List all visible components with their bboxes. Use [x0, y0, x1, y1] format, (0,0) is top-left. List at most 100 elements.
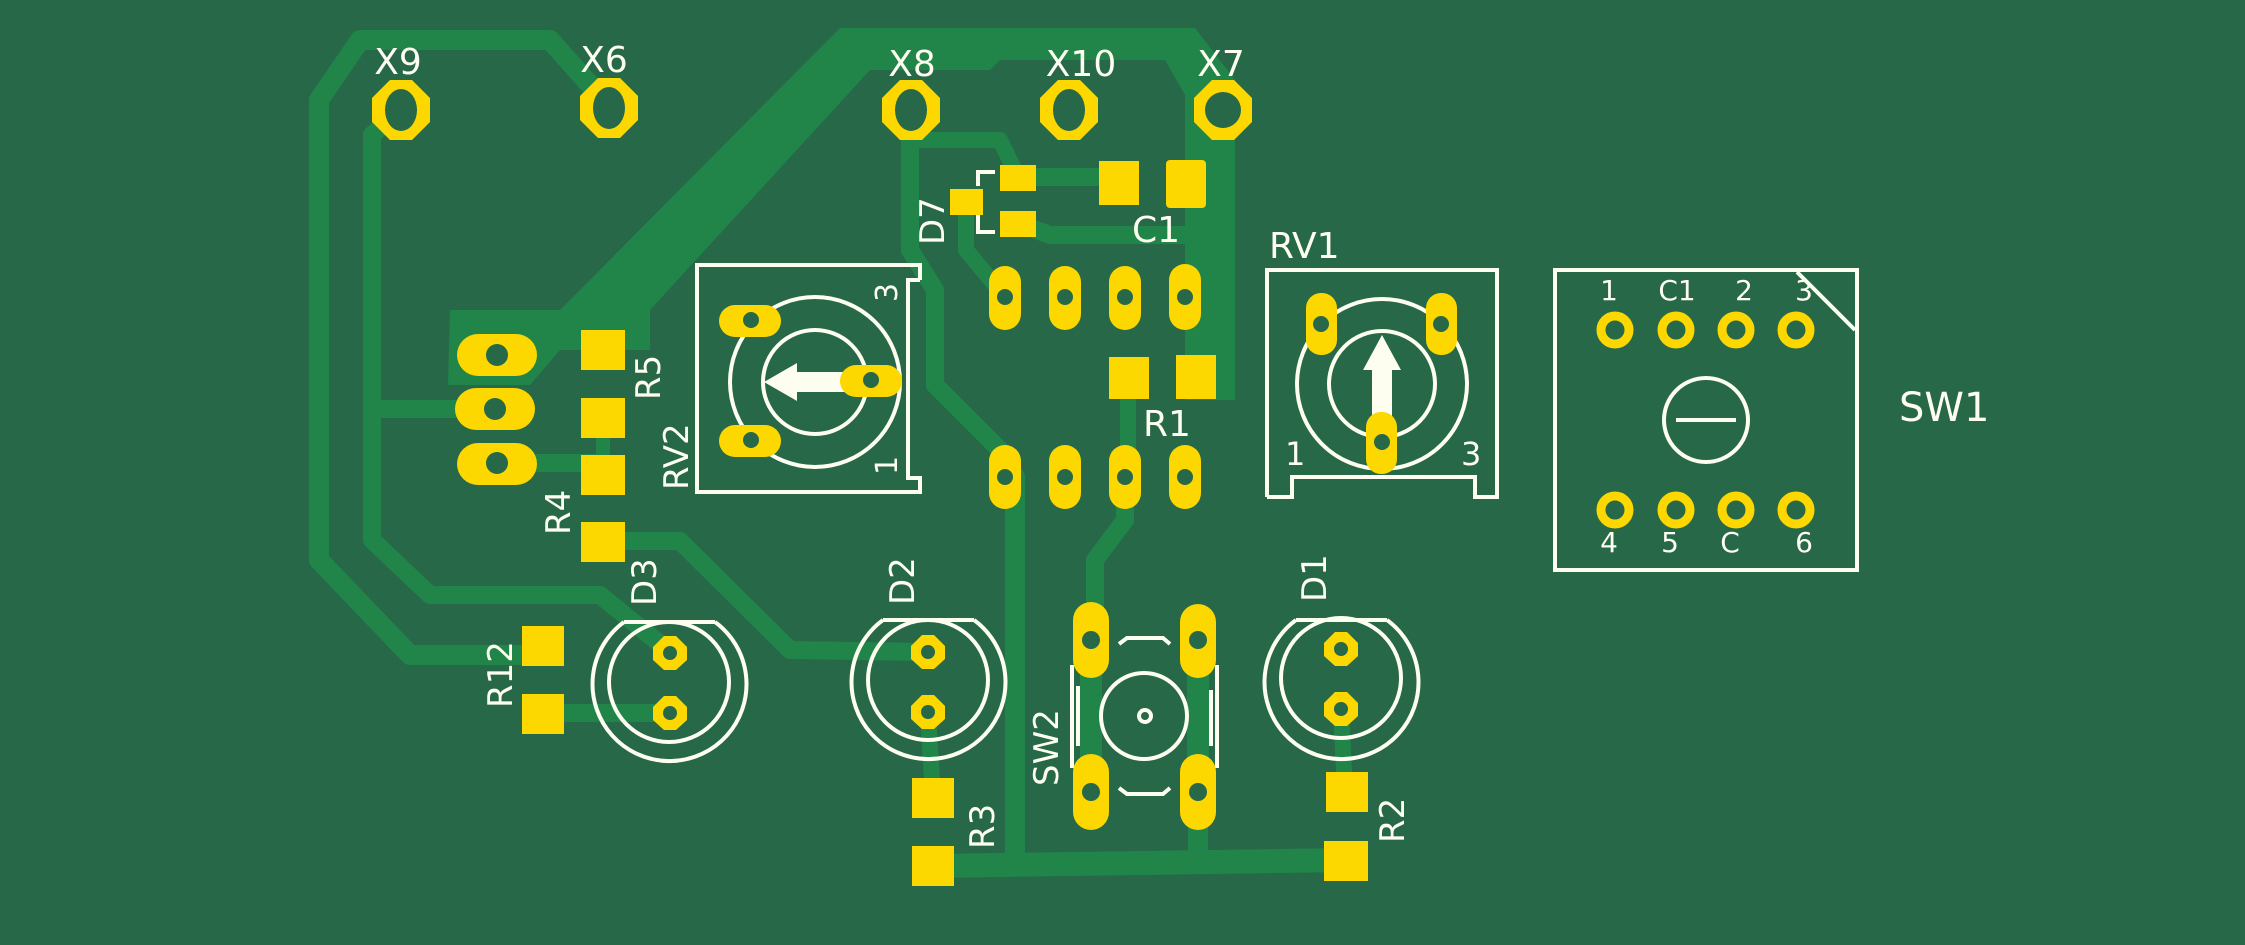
connector-x9[interactable]: X9 [372, 42, 430, 140]
r2-pad-2[interactable] [1324, 841, 1368, 881]
trace-x6-r12 [309, 30, 617, 665]
d2-hole-1 [921, 645, 935, 659]
hole-x8 [895, 89, 927, 131]
led-d2[interactable]: D2 [849, 557, 1008, 762]
resistor-r2[interactable]: R2 [1324, 772, 1413, 881]
ic-hole-8 [997, 289, 1013, 305]
d1-hole-2 [1334, 702, 1348, 716]
sw2-hole-3 [1082, 783, 1100, 801]
rv1-hole-1 [1313, 316, 1329, 332]
label-x6: X6 [580, 40, 628, 81]
sw1-pin-1[interactable] [1596, 311, 1634, 349]
r12-pad-1[interactable] [522, 626, 564, 666]
header-hole-1 [486, 344, 508, 366]
sw1-pin-4[interactable] [1596, 491, 1634, 529]
resistor-r4[interactable]: R4 [539, 455, 625, 562]
hole-x10 [1053, 89, 1085, 131]
connector-x8[interactable]: X8 [882, 44, 940, 140]
d1-inner-circle [1279, 616, 1403, 740]
label-rv1: RV1 [1269, 226, 1340, 267]
trace-x8-d7 [902, 132, 1026, 185]
sw1-pin-label-1: 1 [1600, 274, 1618, 307]
resistor-r3[interactable]: R3 [912, 778, 1003, 886]
rv2-hole-2 [863, 372, 879, 388]
capacitor-c1[interactable]: C1 [1099, 160, 1206, 251]
sw2-hole-2 [1189, 631, 1207, 649]
r3-pad-2[interactable] [912, 846, 954, 886]
c1-pad-2[interactable] [1166, 160, 1206, 208]
label-d7: D7 [913, 197, 953, 245]
diode-d7[interactable]: D7 [913, 165, 1036, 245]
d7-pad-2[interactable] [1000, 165, 1036, 191]
resistor-r1[interactable]: R1 [1109, 355, 1216, 445]
hole-x6 [593, 87, 625, 129]
rv2-hole-3 [743, 432, 759, 448]
ic-hole-4 [1177, 469, 1193, 485]
label-x7: X7 [1197, 44, 1245, 85]
d3-inner-circle [607, 620, 731, 744]
rv1-hole-2 [1433, 316, 1449, 332]
connector-x6[interactable]: X6 [580, 40, 638, 138]
d1-hole-1 [1334, 642, 1348, 656]
sw1-pin-label-2: 2 [1735, 274, 1753, 307]
d2-inner-circle [866, 618, 990, 742]
trimmer-rv2[interactable]: 3 1 RV2 [657, 263, 922, 494]
r5-pad-1[interactable] [581, 330, 625, 370]
r4-pad-2[interactable] [581, 522, 625, 562]
d7-pad-1[interactable] [950, 189, 983, 215]
c1-pad-1[interactable] [1099, 161, 1139, 205]
sw1-pin-2[interactable] [1717, 311, 1755, 349]
d2-hole-2 [921, 705, 935, 719]
r5-pad-2[interactable] [581, 398, 625, 438]
ic-hole-5 [1177, 289, 1193, 305]
label-rv2: RV2 [657, 423, 697, 490]
sw1-corner-mark [1795, 270, 1857, 332]
rv2-pin-label-3: 3 [870, 283, 905, 302]
led-d3[interactable]: D3 [590, 558, 749, 764]
d2-body-outline [849, 618, 1008, 762]
r1-pad-2[interactable] [1176, 355, 1216, 399]
rotary-switch-sw1[interactable]: 1 C1 2 3 4 5 C 6 SW1 [1553, 268, 1989, 572]
label-d1: D1 [1295, 554, 1335, 602]
r4-pad-1[interactable] [581, 455, 625, 495]
sw1-outline [1553, 268, 1859, 572]
rv1-outline [1265, 268, 1499, 499]
connector-x7[interactable]: X7 [1194, 44, 1252, 140]
d1-body-outline [1262, 618, 1421, 762]
r1-pad-1[interactable] [1109, 357, 1149, 399]
sw1-pin-label-c1: C1 [1658, 274, 1695, 307]
trimmer-rv1[interactable]: 1 3 RV1 [1265, 226, 1499, 499]
rv1-arrow-icon [1363, 335, 1401, 428]
label-r2: R2 [1373, 798, 1413, 843]
ic-hole-7 [1057, 289, 1073, 305]
trace-bottom-bus [921, 848, 1359, 878]
sw1-pin-label-6: 6 [1795, 526, 1813, 559]
r12-pad-2[interactable] [522, 694, 564, 734]
led-d1[interactable]: D1 [1262, 554, 1421, 762]
trace-x9-d3 [363, 101, 679, 661]
d3-hole-2 [663, 706, 677, 720]
label-c1: C1 [1132, 210, 1180, 251]
sw1-pin-6[interactable] [1777, 491, 1815, 529]
label-x9: X9 [374, 42, 422, 83]
resistor-r5[interactable]: R5 [581, 330, 669, 438]
resistor-r12[interactable]: R12 [481, 626, 564, 734]
connector-x10[interactable]: X10 [1040, 44, 1116, 140]
sw2-hole-4 [1189, 783, 1207, 801]
d7-silk-bottom [976, 208, 995, 234]
header-hole-2 [484, 398, 506, 420]
r3-pad-1[interactable] [912, 778, 954, 818]
d7-pad-3[interactable] [1000, 211, 1036, 237]
sw2-button-circle [1099, 671, 1189, 761]
sw1-pin-5[interactable] [1657, 491, 1695, 529]
sw1-pin-c[interactable] [1717, 491, 1755, 529]
header-3pin[interactable] [455, 334, 537, 485]
sw1-pin-c1[interactable] [1657, 311, 1695, 349]
sw1-pin-3[interactable] [1777, 311, 1815, 349]
label-r4: R4 [539, 490, 579, 535]
ic-dip8[interactable] [989, 264, 1201, 509]
pushbutton-sw2[interactable]: SW2 [1027, 602, 1219, 830]
r2-pad-1[interactable] [1326, 772, 1368, 812]
rv2-outline [695, 263, 922, 494]
